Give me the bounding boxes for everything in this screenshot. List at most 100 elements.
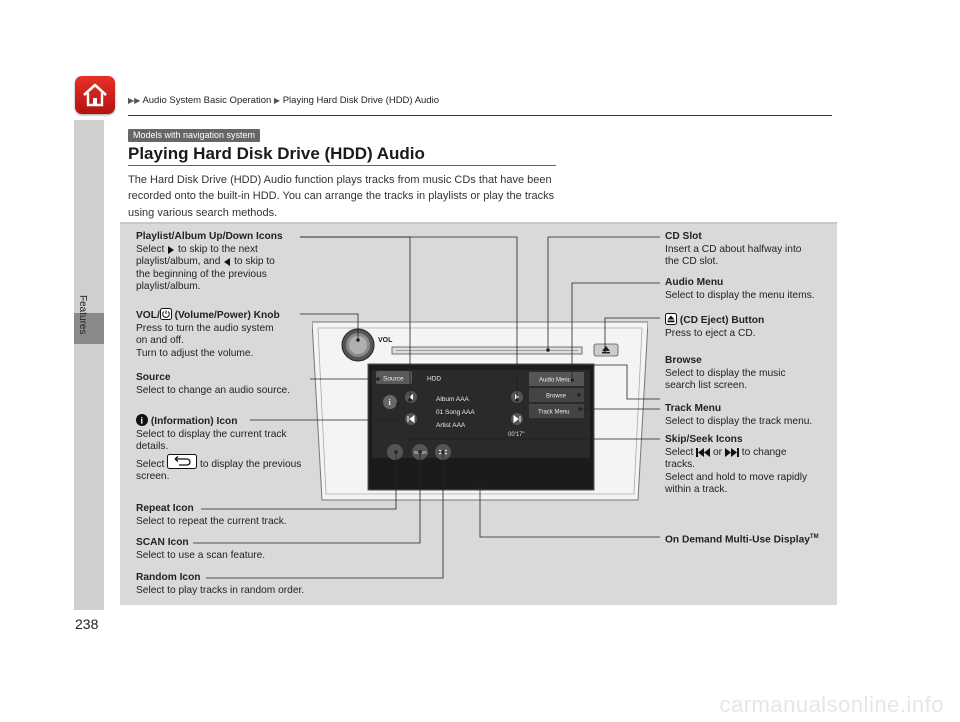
callout-playlist-l4: playlist/album. <box>136 281 201 293</box>
callout-vol: VOL/ (Volume/Power) Knob Press to turn t… <box>136 308 316 360</box>
callout-source-l1: Select to change an audio source. <box>136 384 291 396</box>
section-sidebar <box>74 120 104 610</box>
screen-album: Album AAA <box>436 396 470 403</box>
back-button-icon <box>167 453 198 469</box>
callout-repeat: Repeat Icon Select to repeat the current… <box>136 503 336 528</box>
screen-hdd-label: HDD <box>427 376 441 383</box>
home-icon <box>83 83 107 107</box>
callout-skip-title: Skip/Seek Icons <box>665 434 743 445</box>
callout-skip: Skip/Seek Icons Select or to change trac… <box>665 434 835 497</box>
callout-scan-l1: Select to use a scan feature. <box>136 549 266 561</box>
callout-source-title: Source <box>136 372 171 383</box>
callout-repeat-title: Repeat Icon <box>136 503 194 514</box>
callout-skip-l2: tracks. <box>665 459 696 471</box>
breadcrumb-link-basic-operation[interactable]: Audio System Basic Operation <box>142 95 272 106</box>
callout-audio-menu-title: Audio Menu <box>665 277 724 288</box>
home-button[interactable] <box>75 76 115 114</box>
callout-audio-menu-l1: Select to display the menu items. <box>665 289 815 301</box>
svg-text:i: i <box>141 416 144 426</box>
callout-source: Source Select to change an audio source. <box>136 372 316 397</box>
callout-vol-t2: (Volume/Power) Knob <box>174 310 280 321</box>
callout-random: Random Icon Select to play tracks in ran… <box>136 572 356 597</box>
watermark: carmanualsonline.info <box>719 692 944 717</box>
callout-display: On Demand Multi-Use DisplayTM <box>665 531 845 547</box>
callout-vol-t1: VOL/ <box>136 310 160 321</box>
prev-arrow-icon <box>224 258 231 267</box>
screen-song: 01 Song AAA <box>436 409 475 416</box>
callout-cd-slot-l2: the CD slot. <box>665 256 719 268</box>
callout-browse-l2: search list screen. <box>665 380 748 392</box>
callout-skip-l1a: Select <box>665 446 694 458</box>
callout-repeat-l1: Select to repeat the current track. <box>136 515 287 527</box>
callout-playlist: Playlist/Album Up/Down Icons Select to s… <box>136 231 316 294</box>
callout-vol-l2: on and off. <box>136 335 184 347</box>
screen-info-icon[interactable] <box>383 395 397 409</box>
callout-track-menu: Track Menu Select to display the track m… <box>665 403 835 428</box>
header-rule <box>128 115 832 116</box>
sidebar-marker <box>74 313 104 344</box>
vol-label: VOL <box>378 337 393 344</box>
panel-top-edge <box>120 222 837 224</box>
breadcrumb-current: Playing Hard Disk Drive (HDD) Audio <box>282 95 439 106</box>
callout-random-title: Random Icon <box>136 572 201 583</box>
callout-info-l1: Select to display the current track <box>136 428 287 440</box>
callout-playlist-l2b: to skip to <box>234 256 275 268</box>
svg-text:i: i <box>389 398 392 407</box>
callout-track-menu-title: Track Menu <box>665 403 722 414</box>
callout-eject: (CD Eject) Button Press to eject a CD. <box>665 313 835 340</box>
callout-skip-l1c: to change <box>741 446 787 458</box>
screen-audio-menu-label: Audio Menu <box>539 378 571 384</box>
callout-audio-menu: Audio Menu Select to display the menu it… <box>665 277 835 302</box>
callout-skip-l3: Select and hold to move rapidly <box>665 471 808 483</box>
info-icon: i <box>136 414 148 426</box>
intro-paragraph: The Hard Disk Drive (HDD) Audio function… <box>128 174 555 219</box>
screen-source-button[interactable] <box>376 371 412 384</box>
callout-skip-l1b: or <box>713 446 723 458</box>
callout-browse-l1: Select to display the music <box>665 367 786 379</box>
callout-scan: SCAN Icon Select to use a scan feature. <box>136 537 336 562</box>
skip-forward-symbol-icon <box>724 447 739 457</box>
next-arrow-icon <box>168 245 175 254</box>
callout-cd-slot-l1: Insert a CD about halfway into <box>665 243 802 255</box>
screen-browse-button[interactable] <box>529 388 584 402</box>
callout-info-l4: screen. <box>136 471 170 483</box>
page-number: 238 <box>75 616 99 632</box>
callout-browse-title: Browse <box>665 355 702 366</box>
screen-track-menu-button[interactable] <box>529 404 584 418</box>
model-tag: Models with navigation system <box>128 129 261 142</box>
screen-time: 00'17" <box>508 432 525 438</box>
screen-source-label: Source <box>383 376 404 383</box>
screen-audio-menu-button[interactable] <box>529 372 584 386</box>
callout-playlist-l1: Select <box>136 243 165 255</box>
callout-scan-title: SCAN Icon <box>136 537 189 548</box>
callout-info: i (Information) Icon Select to display t… <box>136 414 321 484</box>
callout-display-title: On Demand Multi-Use Display <box>665 534 810 546</box>
eject-button-icon <box>665 313 677 325</box>
page-title: Playing Hard Disk Drive (HDD) Audio <box>128 144 425 163</box>
callout-cd-slot-title: CD Slot <box>665 231 702 242</box>
trademark-mark: TM <box>809 534 819 540</box>
callout-random-l1: Select to play tracks in random order. <box>136 584 305 596</box>
callout-eject-title: (CD Eject) Button <box>679 315 765 326</box>
breadcrumb: ▶▶ Audio System Basic Operation ▶ Playin… <box>128 95 439 106</box>
callout-info-l3b: to display the previous <box>200 458 302 470</box>
skip-back-symbol-icon <box>696 447 711 457</box>
power-icon <box>159 308 172 320</box>
callout-playlist-l2: playlist/album, and <box>136 256 221 268</box>
callout-playlist-title: Playlist/Album Up/Down Icons <box>136 231 283 242</box>
callout-browse: Browse Select to display the music searc… <box>665 355 835 393</box>
callout-track-menu-l1: Select to display the track menu. <box>665 415 813 427</box>
callout-info-l3a: Select <box>136 458 165 470</box>
screen-track-menu-label: Track Menu <box>538 410 569 416</box>
title-rule <box>128 165 556 166</box>
callout-info-l2: details. <box>136 441 169 453</box>
screen-browse-label: Browse <box>546 394 567 400</box>
callout-vol-l3: Turn to adjust the volume. <box>136 347 254 359</box>
callout-playlist-l1b: to skip to the next <box>178 243 258 255</box>
screen-artist: Artist AAA <box>436 422 466 429</box>
callout-skip-l4: within a track. <box>665 484 728 496</box>
callout-playlist-l3: the beginning of the previous <box>136 268 267 280</box>
callout-cd-slot: CD Slot Insert a CD about halfway into t… <box>665 231 835 269</box>
callout-eject-l1: Press to eject a CD. <box>665 327 756 339</box>
